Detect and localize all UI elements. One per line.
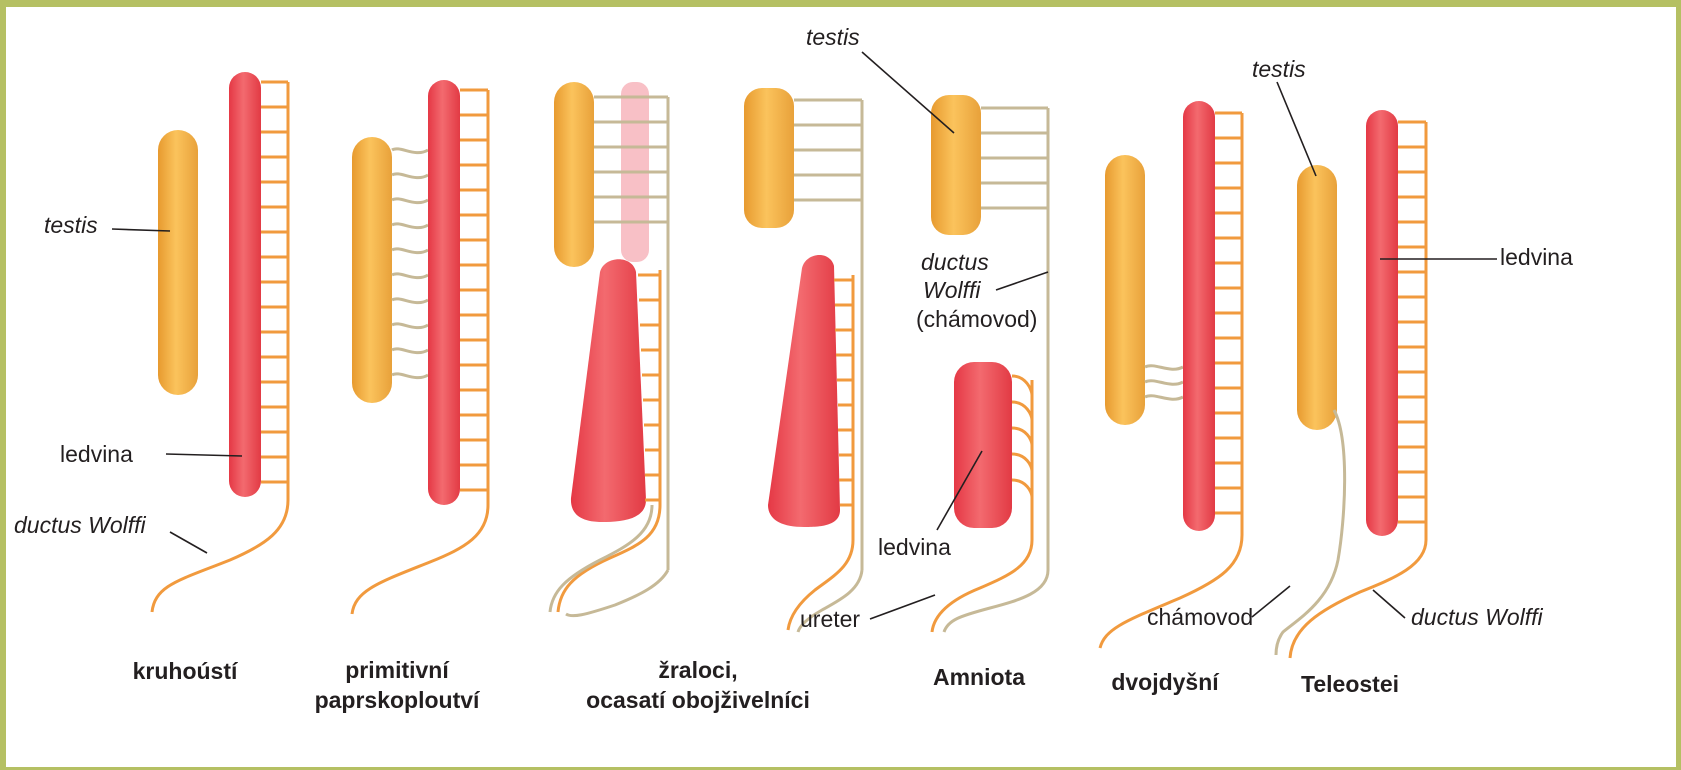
label-ledvina: ledvina [60, 441, 133, 467]
label-ductus: ductus [921, 249, 989, 275]
testis-shape [158, 130, 198, 395]
label-ledvina: ledvina [1500, 244, 1573, 270]
group-title-line2: ocasatí obojživelníci [586, 687, 810, 713]
kidney-shape [229, 72, 261, 497]
group-title: kruhoústí [133, 658, 239, 684]
label-ductus-wolffi: ductus Wolffi [14, 512, 147, 538]
label-ledvina: ledvina [878, 534, 951, 560]
testis-shape [931, 95, 981, 235]
group-title: dvojdyšní [1111, 669, 1220, 695]
label-chamovod: (chámovod) [916, 306, 1037, 332]
testis-ducts [1145, 366, 1183, 400]
kidney-shape [954, 362, 1012, 528]
testis-shape [1297, 165, 1337, 430]
group-title-line2: paprskoploutví [315, 687, 481, 713]
label-testis: testis [1252, 56, 1306, 82]
sperm-duct [1276, 410, 1345, 655]
testis-shape [1105, 155, 1145, 425]
label-ureter: ureter [800, 606, 860, 632]
kidney-shape [571, 259, 646, 522]
kidney-tubules [1215, 113, 1242, 513]
group-figure-4 [744, 88, 862, 632]
label-chamovod: chámovod [1147, 604, 1253, 630]
group-title-line1: žraloci, [658, 657, 737, 683]
kidney-tubules [261, 82, 288, 482]
group-kruhousti: testis ledvina ductus Wolffi kruhoústí [14, 72, 288, 684]
group-title: Amniota [933, 664, 1025, 690]
kidney-tubules [460, 90, 488, 490]
group-title: Teleostei [1301, 671, 1399, 697]
testis-shape [744, 88, 794, 228]
kidney-tubules [1398, 122, 1426, 522]
kidney-shape [768, 255, 840, 527]
label-wolffi: Wolffi [923, 277, 981, 303]
testis-shape [554, 82, 594, 267]
kidney-shape [1183, 101, 1215, 531]
kidney-shape [1366, 110, 1398, 536]
group-title-line1: primitivní [345, 657, 450, 683]
label-testis: testis [806, 24, 860, 50]
testis-shape [352, 137, 392, 403]
label-ductus-wolffi: ductus Wolffi [1411, 604, 1544, 630]
testis-ducts [392, 149, 428, 378]
kidney-shape [428, 80, 460, 505]
group-primitivni-paprskoploutvi: primitivní paprskoploutví [315, 80, 488, 713]
label-testis: testis [44, 212, 98, 238]
